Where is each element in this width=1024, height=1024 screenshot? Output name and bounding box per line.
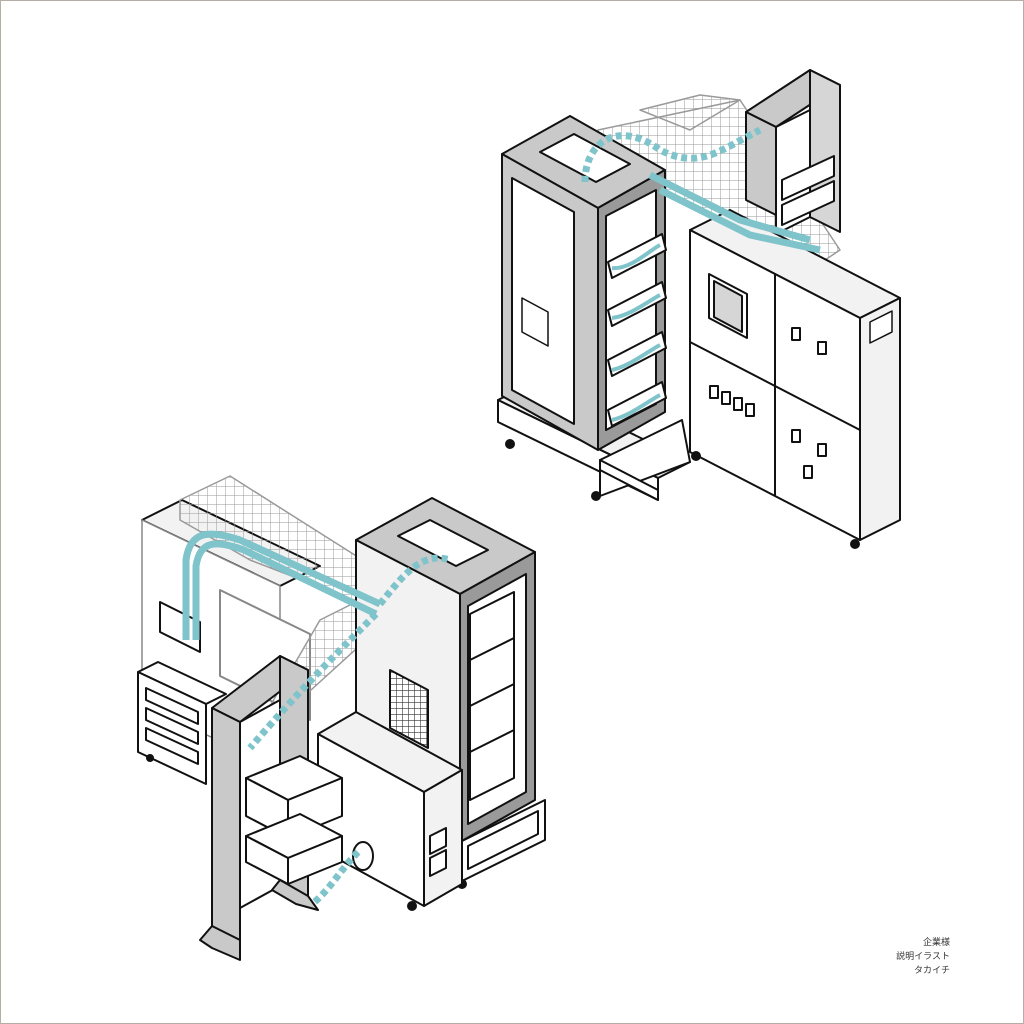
- upper-equipment-group: [497, 69, 901, 549]
- credit-line-3: タカイチ: [913, 966, 950, 976]
- upper-cables: [581, 126, 821, 422]
- credit-line-2: 説明イラスト: [896, 952, 950, 962]
- equipment-box: [317, 711, 463, 911]
- lower-cables: [182, 530, 452, 907]
- lower-server-rack: [355, 497, 546, 889]
- credit-line-1: 企業様: [922, 938, 950, 948]
- upper-server-rack: [497, 115, 691, 501]
- lower-equipment-group: [137, 475, 546, 961]
- shelf-stand: [199, 655, 343, 961]
- control-cabinet: [689, 209, 901, 549]
- open-frame-unit: [137, 661, 227, 785]
- small-rack: [745, 69, 841, 235]
- credit-text: 企業様 説明イラスト タカイチ: [896, 936, 950, 978]
